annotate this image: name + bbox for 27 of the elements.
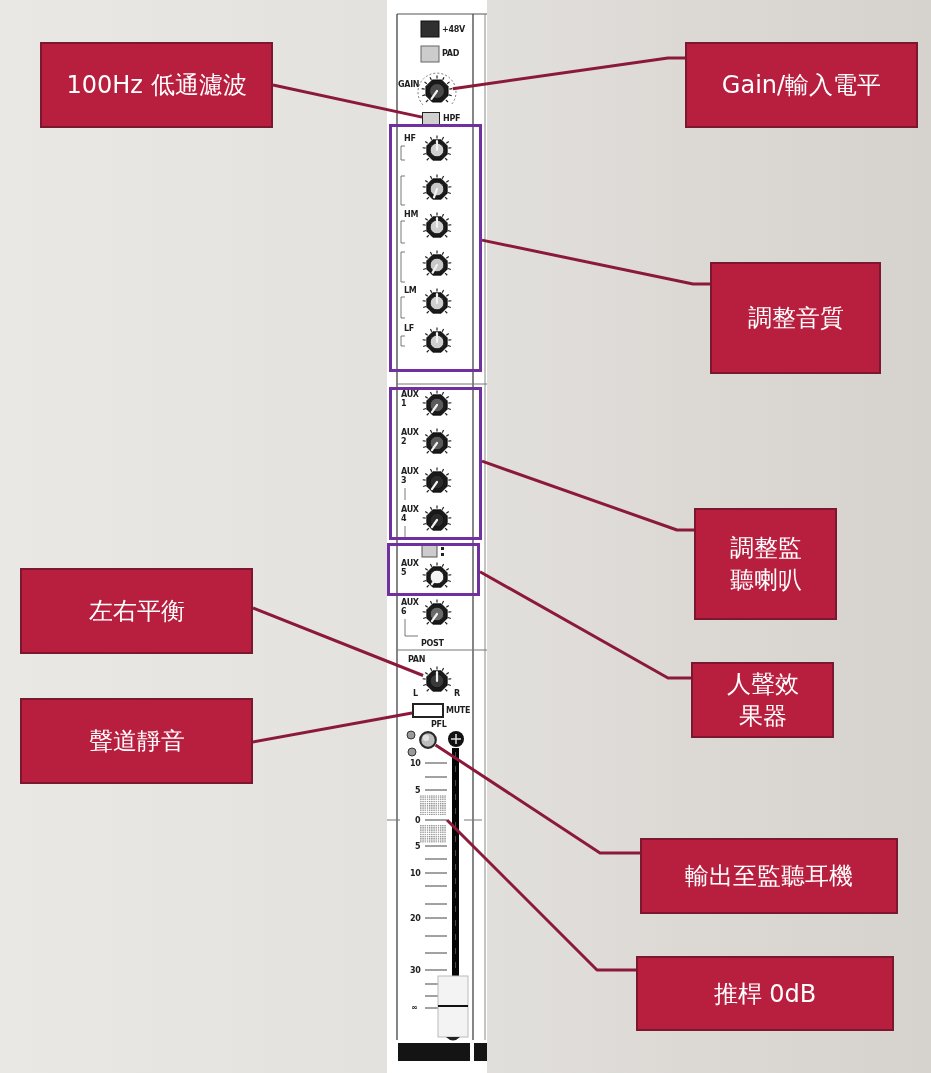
leader-line	[481, 238, 710, 286]
callout-box	[710, 262, 881, 374]
leader-line	[481, 459, 694, 532]
callout-text: Gain/輸入電平	[721, 70, 882, 101]
callout-box	[20, 568, 253, 654]
leader-line	[252, 711, 413, 744]
leader-line	[445, 818, 636, 972]
callout-box	[694, 508, 837, 620]
callout-text: 調整音質	[747, 303, 844, 334]
callout-box	[685, 42, 918, 128]
callout-text: 調整監聽喇叭	[728, 533, 803, 596]
callout-text: 左右平衡	[88, 596, 185, 627]
leader-line	[479, 570, 691, 680]
callout-text: 輸出至監聽耳機	[685, 861, 853, 892]
callout-text: 人聲效果器	[725, 669, 800, 732]
callout-box	[691, 662, 834, 738]
callout-box	[640, 838, 898, 914]
leader-line	[272, 83, 423, 119]
leader-line	[434, 743, 640, 855]
callout-text: 100Hz 低通濾波	[66, 70, 247, 101]
leader-line	[252, 606, 424, 677]
callout-text: 推桿 0dB	[713, 978, 817, 1010]
callout-text: 聲道靜音	[88, 726, 185, 757]
leader-line	[452, 56, 685, 91]
callout-box	[20, 698, 253, 784]
callout-box	[40, 42, 273, 128]
callout-box	[636, 956, 894, 1031]
